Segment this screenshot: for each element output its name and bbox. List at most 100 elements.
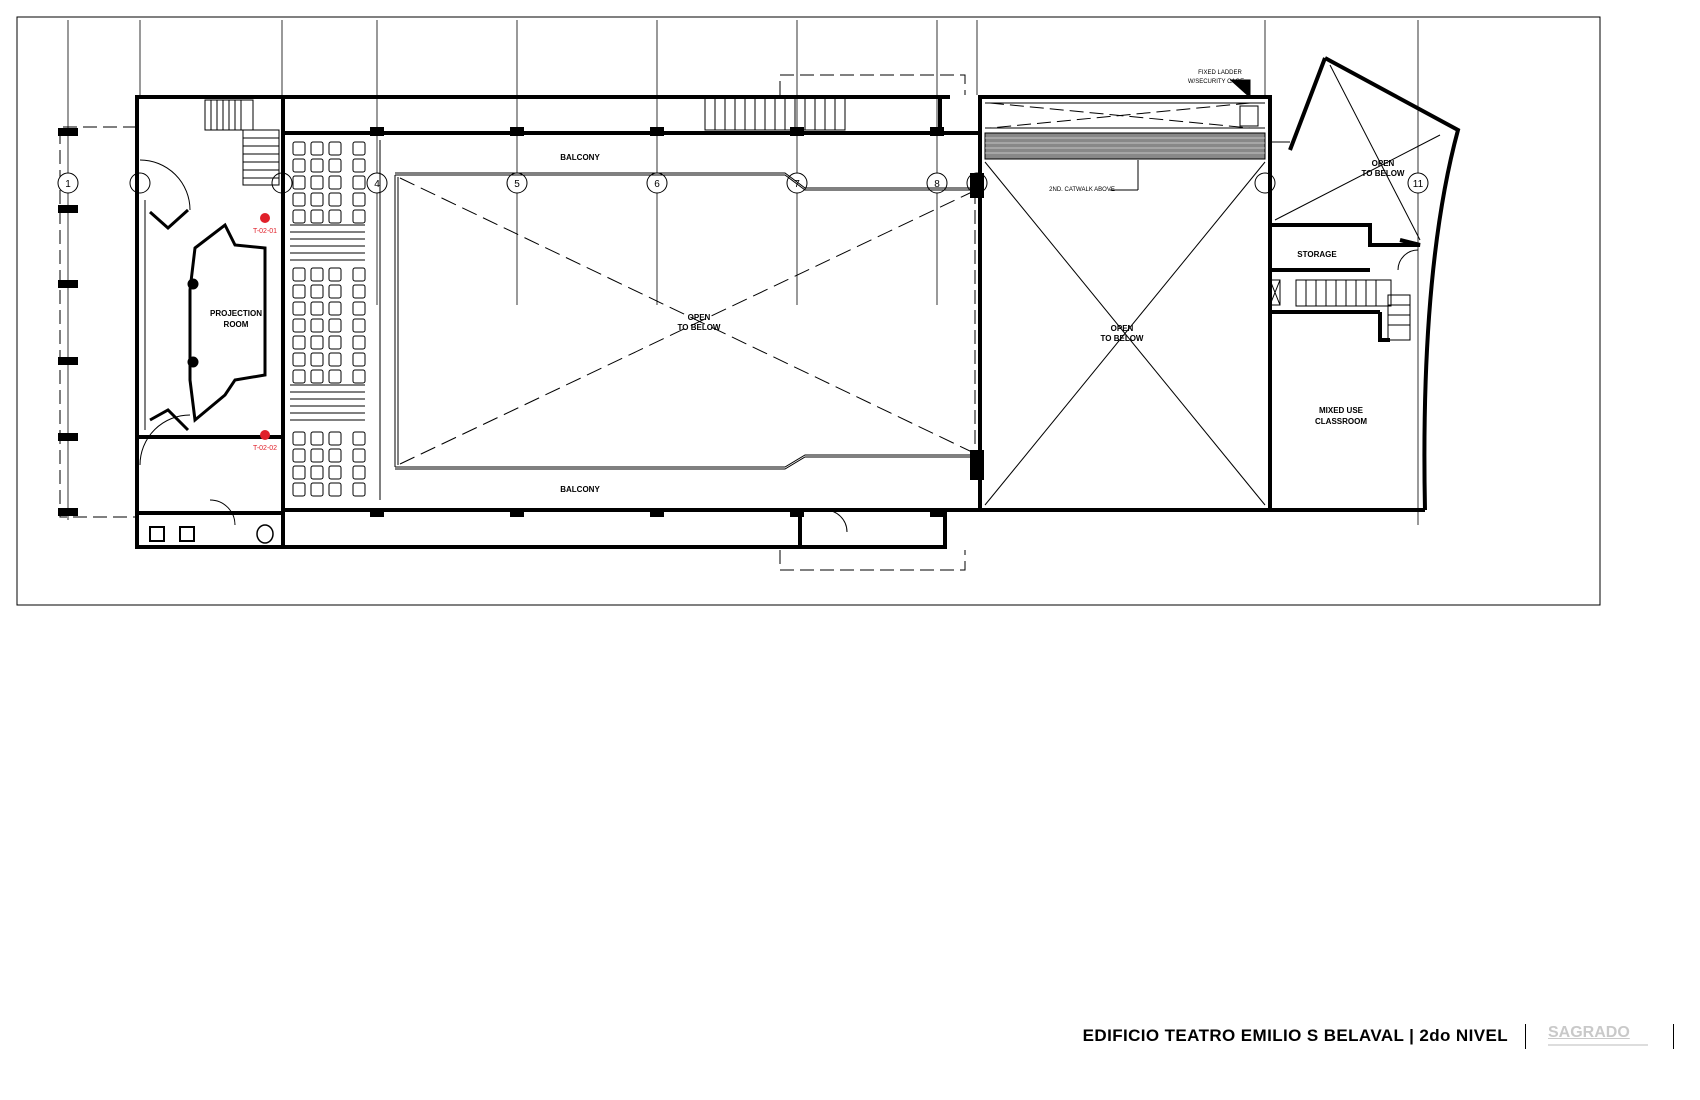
seat xyxy=(328,267,342,282)
classroom-label-1: MIXED USE xyxy=(1319,406,1364,415)
sheet-border xyxy=(16,16,1601,606)
seat xyxy=(352,141,366,156)
seat xyxy=(310,267,324,282)
balcony-top-label: BALCONY xyxy=(560,153,600,162)
seat xyxy=(292,175,306,190)
seat xyxy=(292,158,306,173)
seat xyxy=(310,284,324,299)
ladder-note-2: W/SECURITY CAGE xyxy=(1188,79,1244,85)
seat xyxy=(292,352,306,367)
open-right-label-1: OPEN xyxy=(1372,159,1395,168)
exterior-dashed-outline xyxy=(59,126,137,518)
title-end-divider xyxy=(1673,1024,1674,1049)
seat xyxy=(292,301,306,316)
classroom-label-2: CLASSROOM xyxy=(1315,417,1367,426)
seat xyxy=(352,318,366,333)
seat xyxy=(352,448,366,463)
seat xyxy=(310,465,324,480)
seat xyxy=(292,369,306,384)
seat xyxy=(352,284,366,299)
seat xyxy=(310,318,324,333)
tag-label-2: T-02-02 xyxy=(253,445,277,452)
projection-room-label-1: PROJECTION xyxy=(210,309,262,318)
seat xyxy=(292,318,306,333)
seat xyxy=(310,352,324,367)
grid-label-4: 4 xyxy=(374,179,380,190)
right-wing-walls xyxy=(1270,56,1461,512)
seat xyxy=(292,267,306,282)
seat xyxy=(352,335,366,350)
seat xyxy=(328,352,342,367)
seat xyxy=(352,352,366,367)
seat xyxy=(328,192,342,207)
equipment-tags: T-02-01 T-02-02 xyxy=(253,213,277,452)
balcony-seating xyxy=(292,141,366,497)
main-hall-walls xyxy=(283,95,980,549)
tag-marker-2 xyxy=(260,430,270,440)
tag-label-1: T-02-01 xyxy=(253,228,277,235)
left-wing-walls xyxy=(135,95,285,549)
seat xyxy=(292,482,306,497)
seat xyxy=(328,209,342,224)
storage-label: STORAGE xyxy=(1297,250,1337,259)
seat xyxy=(310,209,324,224)
seat xyxy=(328,175,342,190)
seat xyxy=(310,482,324,497)
drawing-title: EDIFICIO TEATRO EMILIO S BELAVAL | 2do N… xyxy=(1082,1026,1508,1045)
seat xyxy=(352,267,366,282)
seat xyxy=(310,175,324,190)
grid-bubbles xyxy=(57,172,1429,194)
seat xyxy=(310,141,324,156)
open-right-label-2: TO BELOW xyxy=(1362,169,1405,178)
seat xyxy=(352,369,366,384)
catwalk-note: 2ND. CATWALK ABOVE xyxy=(1049,187,1115,193)
balcony-bottom-label: BALCONY xyxy=(560,485,600,494)
seat xyxy=(352,158,366,173)
seat xyxy=(328,284,342,299)
seat xyxy=(328,482,342,497)
seat xyxy=(292,431,306,446)
seat xyxy=(352,431,366,446)
seat xyxy=(352,465,366,480)
seat xyxy=(292,192,306,207)
seat xyxy=(328,158,342,173)
open-stage-label-1: OPEN xyxy=(1111,324,1134,333)
seating-aisle-steps xyxy=(290,224,365,421)
seat xyxy=(310,335,324,350)
seat xyxy=(352,175,366,190)
seat xyxy=(292,335,306,350)
exterior-columns xyxy=(58,128,78,516)
seat xyxy=(328,431,342,446)
open-stage-label-2: TO BELOW xyxy=(1101,334,1144,343)
seat xyxy=(292,209,306,224)
seat xyxy=(352,301,366,316)
grid-label-8: 8 xyxy=(934,179,940,190)
seat xyxy=(352,482,366,497)
seat xyxy=(328,335,342,350)
seat xyxy=(292,448,306,463)
sagrado-logo: SAGRADO xyxy=(1548,1024,1630,1041)
seat xyxy=(328,141,342,156)
seat xyxy=(352,209,366,224)
seat xyxy=(352,192,366,207)
seat xyxy=(328,448,342,463)
logo-underline xyxy=(1548,1044,1648,1046)
open-main-label-2: TO BELOW xyxy=(678,323,721,332)
seat xyxy=(310,448,324,463)
seat xyxy=(292,284,306,299)
seat xyxy=(328,301,342,316)
grid-label-1: 1 xyxy=(65,179,71,190)
balcony-edges xyxy=(379,140,976,500)
seat xyxy=(310,158,324,173)
left-wing-details xyxy=(139,99,280,544)
seat xyxy=(328,318,342,333)
open-main-label-1: OPEN xyxy=(688,313,711,322)
seat xyxy=(292,465,306,480)
seat xyxy=(328,465,342,480)
right-wing-details xyxy=(1269,64,1441,341)
tag-marker-1 xyxy=(260,213,270,223)
seat xyxy=(292,141,306,156)
title-block: EDIFICIO TEATRO EMILIO S BELAVAL | 2do N… xyxy=(0,1020,1700,1060)
grid-label-11: 11 xyxy=(1413,179,1424,190)
